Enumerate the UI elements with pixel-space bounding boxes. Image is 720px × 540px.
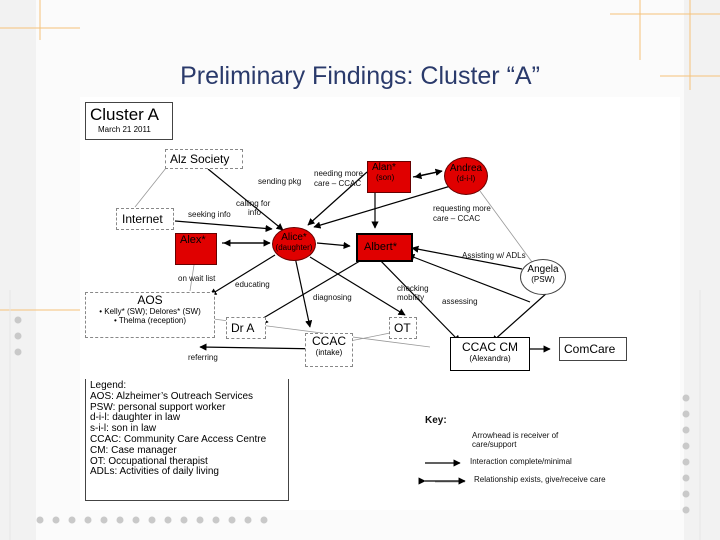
cluster-diagram: Cluster A March 21 2011 Alz Society Inte… — [80, 97, 680, 510]
edge-label-seeking-info: seeking info — [188, 210, 231, 219]
node-ccac-cm: CCAC CM (Alexandra) — [450, 337, 530, 371]
legend-item: CM: Case manager — [90, 444, 177, 456]
edge-label-calling-for-2: info — [248, 208, 261, 217]
node-andrea: Andrea (d-i-l) — [444, 157, 488, 195]
node-albert-label: Albert* — [364, 241, 398, 253]
node-ccac-cm-role: (Alexandra) — [469, 354, 511, 363]
legend-item: d-i-l: daughter in law — [90, 412, 181, 424]
node-albert: Albert* — [356, 233, 413, 262]
node-dr-a-label: Dr A — [231, 321, 255, 335]
edge-label-calling-for-1: calling for — [236, 199, 271, 208]
node-alz-society-label: Alz Society — [170, 152, 230, 166]
node-angela: Angela (PSW) — [520, 259, 566, 295]
node-ccac: CCAC (intake) — [305, 333, 353, 367]
edge-label-assessing: assessing — [442, 297, 478, 306]
node-angela-role: (PSW) — [531, 275, 555, 284]
legend-box: Legend: AOS: Alzheimer’s Outreach Servic… — [85, 379, 289, 501]
node-alan-role: (son) — [376, 173, 395, 182]
edge-label-needing-more-2: care – CCAC — [314, 179, 362, 188]
edge-label-educating: educating — [235, 280, 270, 289]
node-comcare-label: ComCare — [564, 342, 616, 356]
node-internet: Internet — [116, 208, 174, 230]
node-alice-label: Alice* — [281, 232, 307, 243]
edge-label-needing-more-1: needing more — [314, 169, 363, 178]
edge-label-checking-1: checking — [397, 284, 429, 293]
node-alz-society: Alz Society — [165, 149, 243, 169]
key-item-relationship: Relationship exists, give/receive care — [474, 475, 606, 484]
node-alan: Alan* (son) — [367, 161, 411, 193]
cluster-title-box: Cluster A March 21 2011 — [85, 102, 173, 140]
node-alice: Alice* (daughter) — [272, 227, 316, 261]
slide-title: Preliminary Findings: Cluster “A” — [180, 62, 540, 90]
key-item-arrowhead: Arrowhead is receiver of care/support — [472, 431, 559, 449]
node-andrea-label: Andrea — [449, 163, 483, 174]
node-aos-line1: • Kelly* (SW); Delores* (SW) — [99, 307, 201, 316]
legend-item: OT: Occupational therapist — [90, 455, 208, 467]
edge-label-requesting-more-2: care – CCAC — [433, 214, 481, 223]
node-internet-label: Internet — [122, 212, 163, 226]
key-item-interaction: Interaction complete/minimal — [470, 457, 572, 466]
legend-heading: Legend: — [90, 380, 127, 391]
legend-item: PSW: personal support worker — [90, 401, 226, 413]
edge-label-sending-pkg: sending pkg — [258, 177, 302, 186]
edge-label-on-wait-list: on wait list — [178, 274, 216, 283]
diagram-edges — [134, 162, 551, 485]
node-angela-label: Angela — [527, 264, 559, 275]
legend-item: ADLs: Activities of daily living — [90, 466, 219, 478]
node-dr-a: Dr A — [226, 317, 266, 339]
node-ccac-label: CCAC — [311, 334, 346, 348]
node-alex-label: Alex* — [180, 234, 206, 246]
node-ccac-role: (intake) — [315, 348, 343, 357]
node-ccac-cm-label: CCAC CM — [462, 340, 518, 354]
edge-label-checking-2: mobility — [397, 293, 425, 302]
cluster-title: Cluster A — [90, 105, 159, 124]
node-alan-label: Alan* — [372, 162, 396, 173]
node-comcare: ComCare — [559, 337, 627, 361]
node-ot: OT — [389, 317, 417, 339]
legend-item: AOS: Alzheimer’s Outreach Services — [90, 390, 254, 402]
node-ot-label: OT — [394, 321, 411, 335]
edge-label-referring: referring — [188, 353, 218, 362]
cluster-date: March 21 2011 — [98, 125, 151, 134]
edge-label-assisting: Assisting w/ ADLs — [462, 251, 526, 260]
edge-label-requesting-more-1: requesting more — [433, 204, 491, 213]
node-aos-line2: • Thelma (reception) — [113, 316, 186, 325]
node-alice-role: (daughter) — [275, 243, 313, 252]
key-heading: Key: — [425, 415, 447, 426]
node-aos: AOS • Kelly* (SW); Delores* (SW) • Thelm… — [85, 292, 215, 338]
edge-label-diagnosing: diagnosing — [313, 293, 352, 302]
node-aos-label: AOS — [137, 293, 163, 307]
legend-item: CCAC: Community Care Access Centre — [90, 433, 267, 445]
node-andrea-role: (d-i-l) — [456, 174, 476, 183]
legend-item: s-i-l: son in law — [90, 423, 157, 435]
node-alex: Alex* — [175, 233, 217, 265]
